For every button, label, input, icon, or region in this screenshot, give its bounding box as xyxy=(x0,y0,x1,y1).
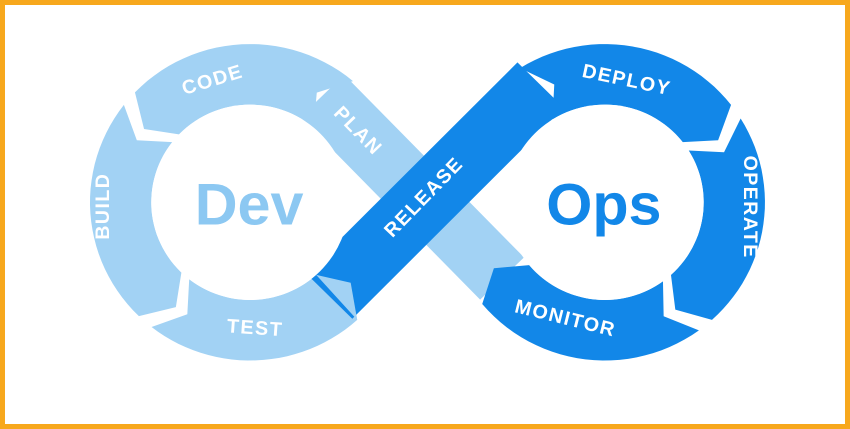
monitor-segment xyxy=(482,265,699,361)
release-band xyxy=(305,62,564,319)
dev-inner-circle xyxy=(151,104,349,300)
dev-center-label: Dev xyxy=(195,173,304,238)
stage-label-test: TEST xyxy=(226,315,284,341)
code-segment xyxy=(134,44,353,135)
ops-center-label: Ops xyxy=(546,173,661,238)
ops-inner-circle xyxy=(506,104,704,300)
operate-segment xyxy=(670,118,765,320)
infinity-loop-shapes xyxy=(89,44,765,361)
devops-infinity-diagram: CODE BUILD TEST PLAN RELEASE DEPLOY OPER… xyxy=(89,44,765,361)
deploy-segment xyxy=(520,44,732,143)
test-arrow-tip xyxy=(316,274,358,320)
stage-label-operate: OPERATE xyxy=(739,156,761,259)
stage-label-build: BUILD xyxy=(92,173,114,240)
test-segment xyxy=(151,274,358,361)
build-segment xyxy=(89,104,182,317)
